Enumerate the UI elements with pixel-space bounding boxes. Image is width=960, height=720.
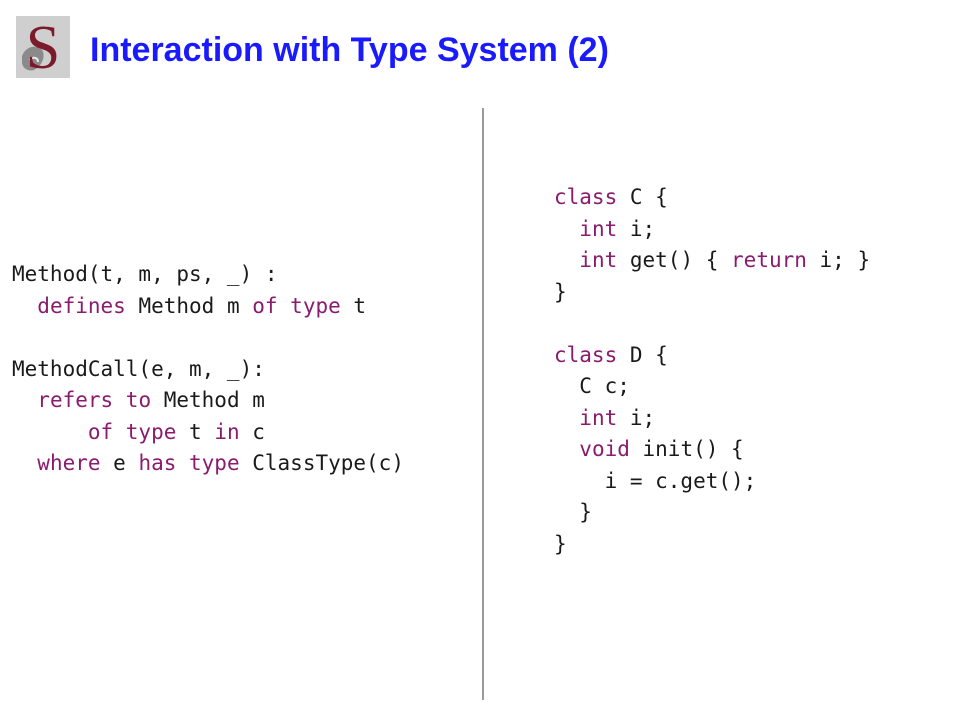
university-logo: S (16, 14, 70, 82)
code-line: where e has type ClassType(c) (12, 448, 404, 480)
code-line: i = c.get(); (554, 466, 870, 498)
code-text (554, 248, 579, 272)
left-code-block: Method(t, m, ps, _) : defines Method m o… (12, 259, 404, 480)
code-keyword: int (579, 216, 618, 241)
column-divider (482, 108, 484, 700)
code-text: init() { (629, 437, 744, 461)
code-keyword: has type (138, 451, 240, 475)
code-keyword: in (214, 419, 240, 444)
code-line: int i; (554, 214, 870, 246)
code-line: defines Method m of type t (12, 291, 404, 323)
code-text: i; } (806, 248, 871, 272)
code-text (12, 388, 37, 412)
code-keyword: of type (87, 419, 177, 444)
code-keyword: class (554, 342, 618, 367)
code-line (554, 308, 870, 340)
logo-letter: S (26, 16, 60, 78)
code-text: } (554, 531, 567, 556)
code-text: e (100, 451, 139, 475)
code-keyword: refers to (37, 388, 152, 412)
code-keyword: void (579, 437, 630, 461)
code-line (12, 322, 404, 354)
code-text: D { (617, 342, 668, 367)
code-keyword: class (554, 185, 618, 209)
code-line: of type t in c (12, 417, 404, 449)
code-line: int get() { return i; } (554, 245, 870, 277)
code-text: i = c.get(); (554, 468, 757, 493)
code-line: MethodCall(e, m, _): (12, 354, 404, 386)
code-line: } (554, 529, 870, 561)
code-text (12, 294, 37, 318)
code-text (12, 451, 37, 475)
code-text: c (239, 419, 265, 444)
code-line: Method(t, m, ps, _) : (12, 259, 404, 291)
code-text: } (554, 500, 592, 524)
code-text (554, 406, 579, 430)
code-text (554, 217, 579, 241)
code-text: i; (617, 405, 656, 430)
code-line: } (554, 277, 870, 309)
page-title: Interaction with Type System (2) (90, 31, 609, 69)
code-text: Method(t, m, ps, _) : (12, 262, 278, 286)
code-keyword: int (579, 248, 618, 272)
code-keyword: where (37, 451, 101, 475)
code-line: refers to Method m (12, 385, 404, 417)
right-code-block: class C { int i; int get() { return i; }… (554, 182, 870, 560)
code-line: int i; (554, 403, 870, 435)
code-text: ClassType(c) (239, 451, 404, 475)
code-line: C c; (554, 371, 870, 403)
code-keyword: return (731, 248, 807, 272)
code-text (12, 420, 88, 444)
code-text: Method m (125, 293, 253, 318)
code-text: t (340, 293, 367, 318)
code-line: void init() { (554, 434, 870, 466)
code-text: C { (617, 185, 668, 209)
code-line: class C { (554, 182, 870, 214)
code-text: t (176, 419, 215, 444)
code-keyword: int (579, 405, 618, 430)
code-line: } (554, 497, 870, 529)
code-text: C c; (554, 374, 630, 398)
code-keyword: of type (252, 293, 341, 318)
code-keyword: defines (37, 293, 126, 318)
code-text: MethodCall(e, m, _): (12, 356, 265, 381)
code-line: class D { (554, 340, 870, 372)
code-text: Method m (151, 388, 265, 412)
code-text (554, 437, 579, 461)
code-text: } (554, 279, 567, 304)
code-text: get() { (617, 248, 732, 272)
code-text: i; (617, 216, 656, 241)
